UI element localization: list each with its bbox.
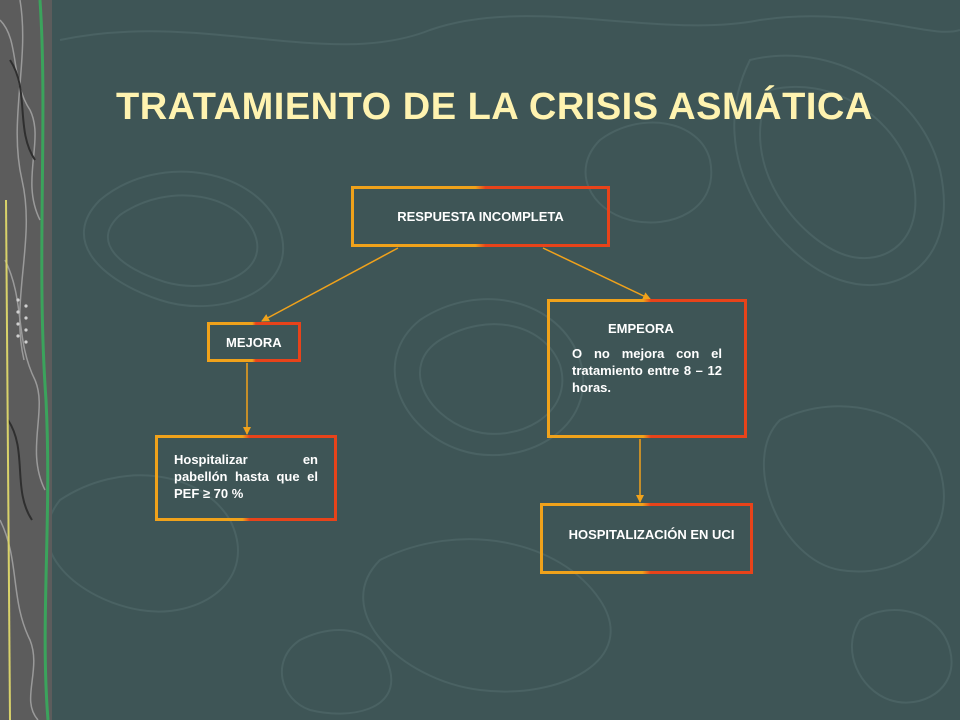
node-respuesta-incompleta: RESPUESTA INCOMPLETA [351, 186, 610, 247]
terrain-texture [0, 0, 52, 720]
node-empeora-heading: EMPEORA [608, 321, 674, 336]
decorative-terrain-strip [0, 0, 52, 720]
node-empeora-detail: O no mejora con el tratamiento entre 8 –… [572, 346, 722, 395]
slide-title: TRATAMIENTO DE LA CRISIS ASMÁTICA [116, 86, 873, 128]
node-uci-label: HOSPITALIZACIÓN EN UCI [568, 527, 735, 542]
node-mejora-label: MEJORA [226, 334, 282, 350]
node-mejora: MEJORA [207, 322, 301, 362]
node-hospitalizar-text: Hospitalizar en pabellón hasta que el PE… [174, 452, 318, 501]
node-respuesta-label: RESPUESTA INCOMPLETA [397, 209, 564, 224]
node-uci: HOSPITALIZACIÓN EN UCI [540, 503, 753, 574]
node-empeora: EMPEORA O no mejora con el tratamiento e… [547, 299, 747, 438]
node-hospitalizar: Hospitalizar en pabellón hasta que el PE… [155, 435, 337, 521]
